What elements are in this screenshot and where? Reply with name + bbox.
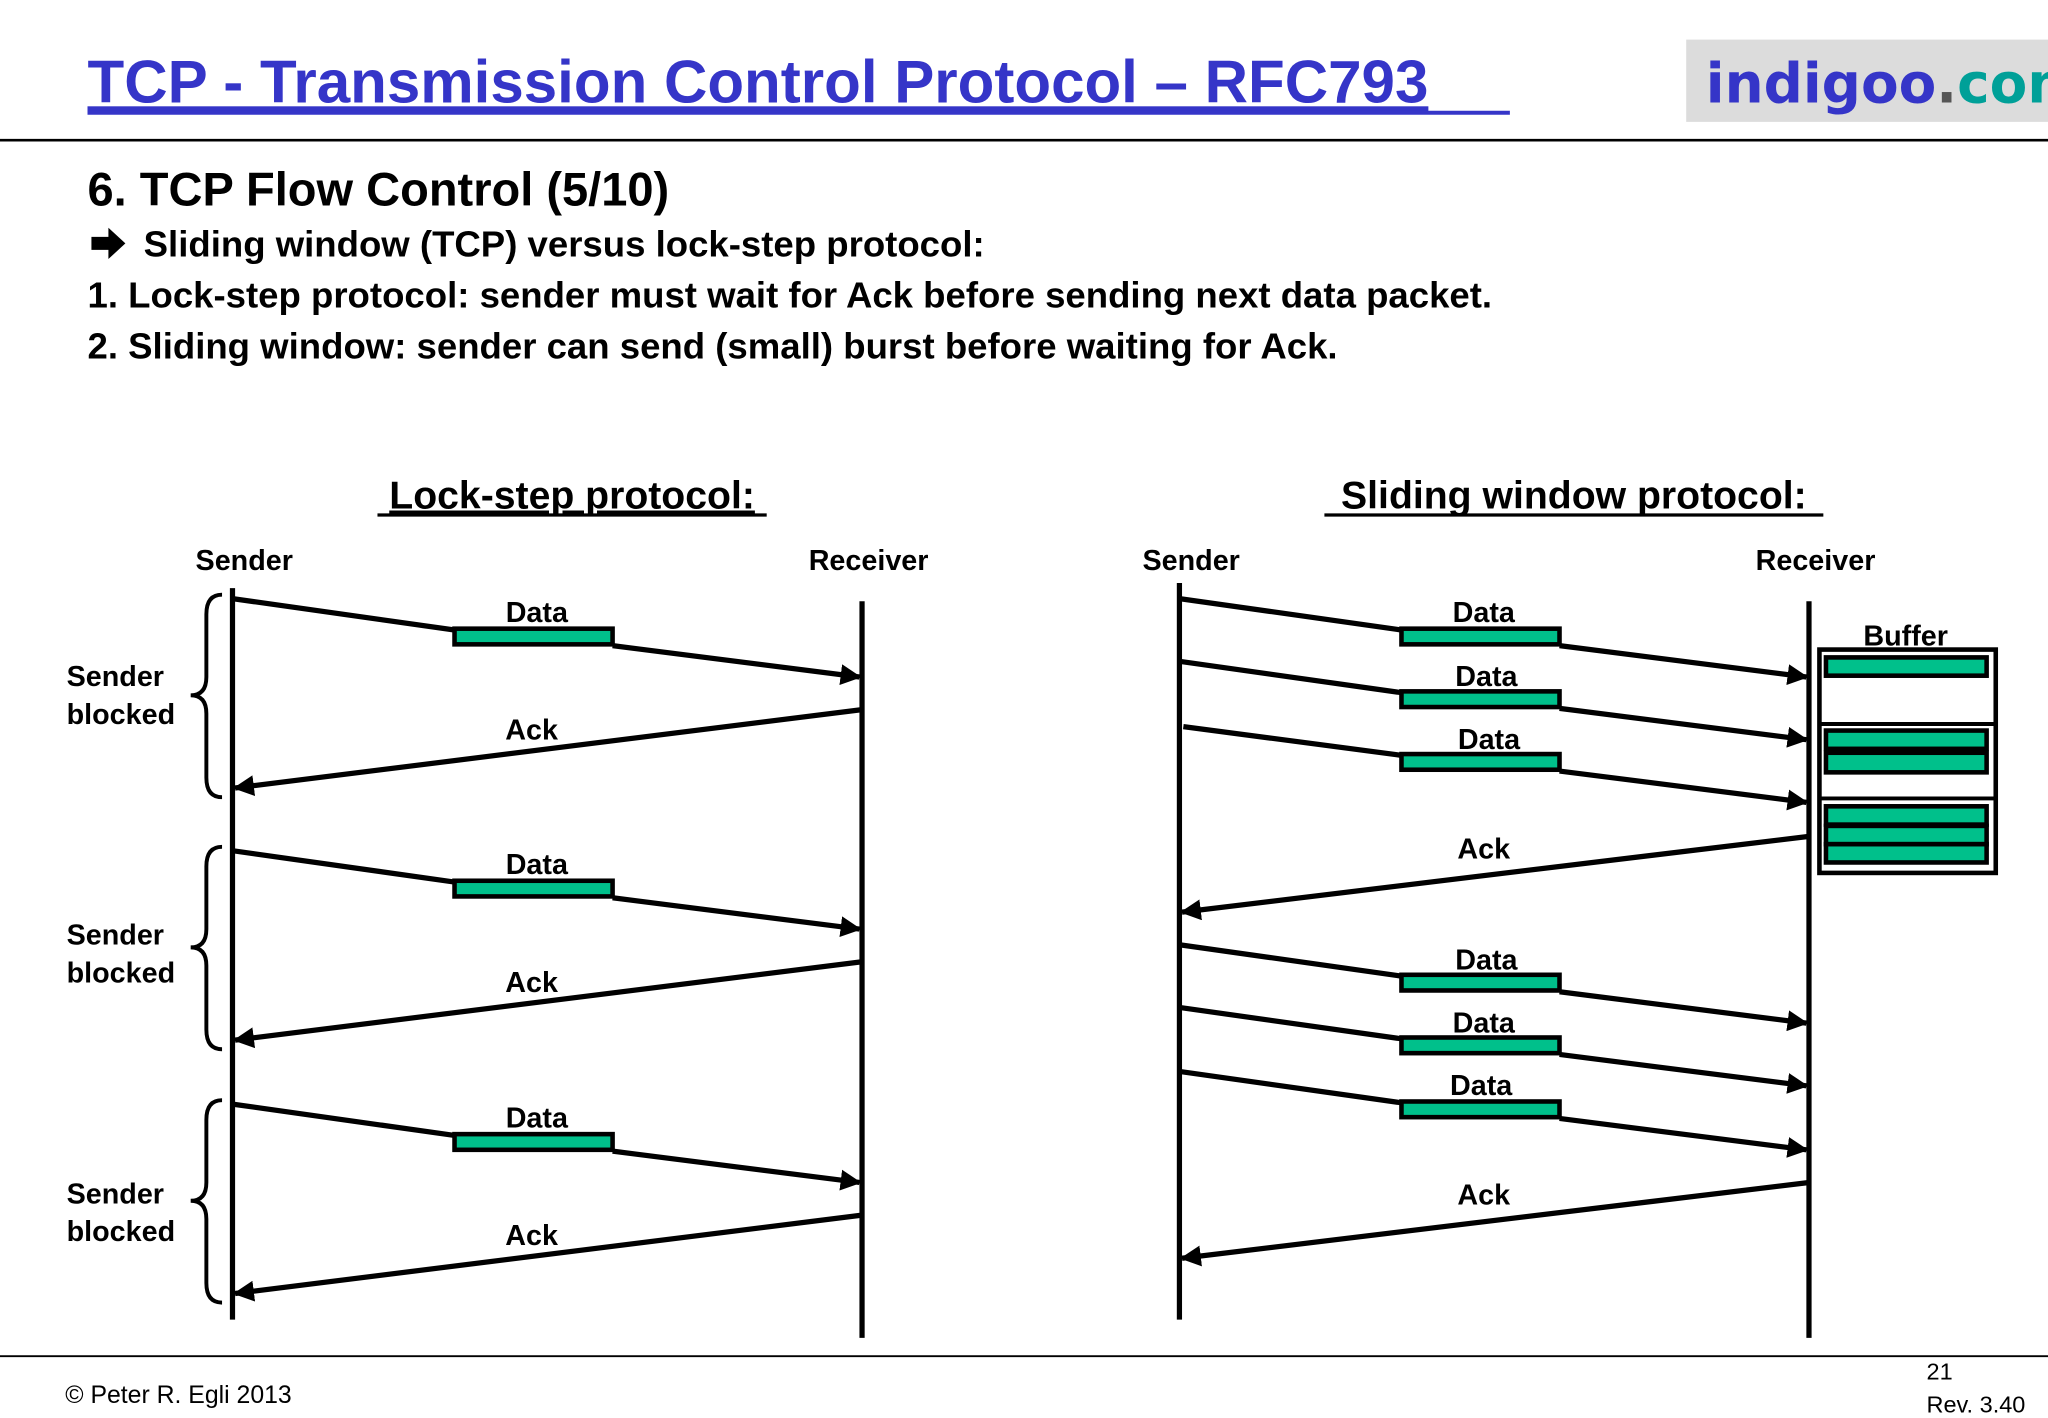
- data-label: Data: [1450, 1070, 1513, 1102]
- sliding-receiver-label: Receiver: [1756, 545, 1876, 577]
- buffer-segment: [1823, 823, 1989, 847]
- data-label: Data: [1455, 945, 1518, 977]
- buffer-segment: [1823, 750, 1989, 775]
- data-label: Data: [1453, 597, 1516, 629]
- section-heading: 6. TCP Flow Control (5/10): [88, 162, 670, 215]
- data-packet: [1399, 626, 1562, 647]
- lockstep-diagram: Lock-step protocol: Sender Receiver Data…: [67, 475, 929, 1338]
- data-label: Data: [506, 849, 569, 881]
- copyright: © Peter R. Egli 2013: [65, 1382, 291, 1409]
- data-label: Data: [1453, 1007, 1516, 1039]
- lockstep-sender-label: Sender: [196, 545, 293, 577]
- data-packet: [452, 1131, 615, 1153]
- data-packet-transfer: Data: [1183, 724, 1809, 811]
- brace: [190, 844, 223, 1052]
- indigoo-logo: indigoo.com: [1686, 39, 2048, 122]
- page-number: 21: [1927, 1359, 1953, 1385]
- data-packet: [1399, 689, 1562, 710]
- data-packet: [1399, 972, 1562, 993]
- ack-arrow: [1179, 1179, 1810, 1267]
- bullet-line-1: Sliding window (TCP) versus lock-step pr…: [144, 223, 985, 264]
- data-label: Data: [506, 597, 569, 629]
- data-label: Data: [1458, 724, 1521, 756]
- data-packet-transfer: Data: [1179, 1004, 1809, 1094]
- data-packet-transfer: Data: [1179, 658, 1809, 748]
- sliding-sender-label: Sender: [1142, 545, 1239, 577]
- sliding-title: Sliding window protocol:: [1341, 475, 1807, 518]
- data-packet: [1399, 751, 1562, 773]
- buffer-segment: [1823, 728, 1989, 752]
- lockstep-title: Lock-step protocol:: [389, 475, 755, 518]
- data-packet-transfer: Data: [1179, 596, 1809, 685]
- lockstep-receiver-label: Receiver: [809, 545, 929, 577]
- ack-label: Ack: [505, 1220, 558, 1252]
- data-packet: [1399, 1035, 1562, 1056]
- buffer-segment: [1823, 804, 1989, 827]
- ack-label: Ack: [505, 715, 558, 747]
- data-label: Data: [506, 1103, 569, 1135]
- data-packet-transfer: Data: [1179, 1068, 1809, 1158]
- data-label: Data: [1455, 661, 1518, 693]
- data-packet: [452, 626, 615, 647]
- slide-title[interactable]: TCP - Transmission Control Protocol – RF…: [88, 48, 1429, 115]
- ack-arrow: [1179, 833, 1810, 921]
- revision: Rev. 3.40: [1927, 1391, 2026, 1417]
- receiver-buffer: Buffer: [1817, 621, 1999, 876]
- bullet-line-2: 1. Lock-step protocol: sender must wait …: [88, 274, 1493, 315]
- data-packet-transfer: Data: [1179, 942, 1809, 1032]
- buffer-segment: [1823, 841, 1989, 865]
- ack-label: Ack: [1457, 1180, 1510, 1212]
- brace: [190, 592, 223, 800]
- data-packet: [452, 878, 615, 899]
- ack-label: Ack: [1457, 834, 1510, 866]
- sliding-window-diagram: Sliding window protocol: Sender Receiver…: [1142, 475, 1999, 1338]
- buffer-segment: [1823, 655, 1989, 678]
- data-packet: [1399, 1099, 1562, 1120]
- sliding-burst-1: Data Data Data Ack: [1179, 596, 1810, 921]
- bullet-line-3: 2. Sliding window: sender can send (smal…: [88, 325, 1338, 366]
- brace: [190, 1098, 223, 1305]
- sliding-burst-2: Data Data Data Ack: [1179, 942, 1810, 1267]
- ack-label: Ack: [505, 967, 558, 999]
- svg-text:indigoo.com: indigoo.com: [1706, 51, 2048, 115]
- right-arrow-icon: [91, 227, 126, 260]
